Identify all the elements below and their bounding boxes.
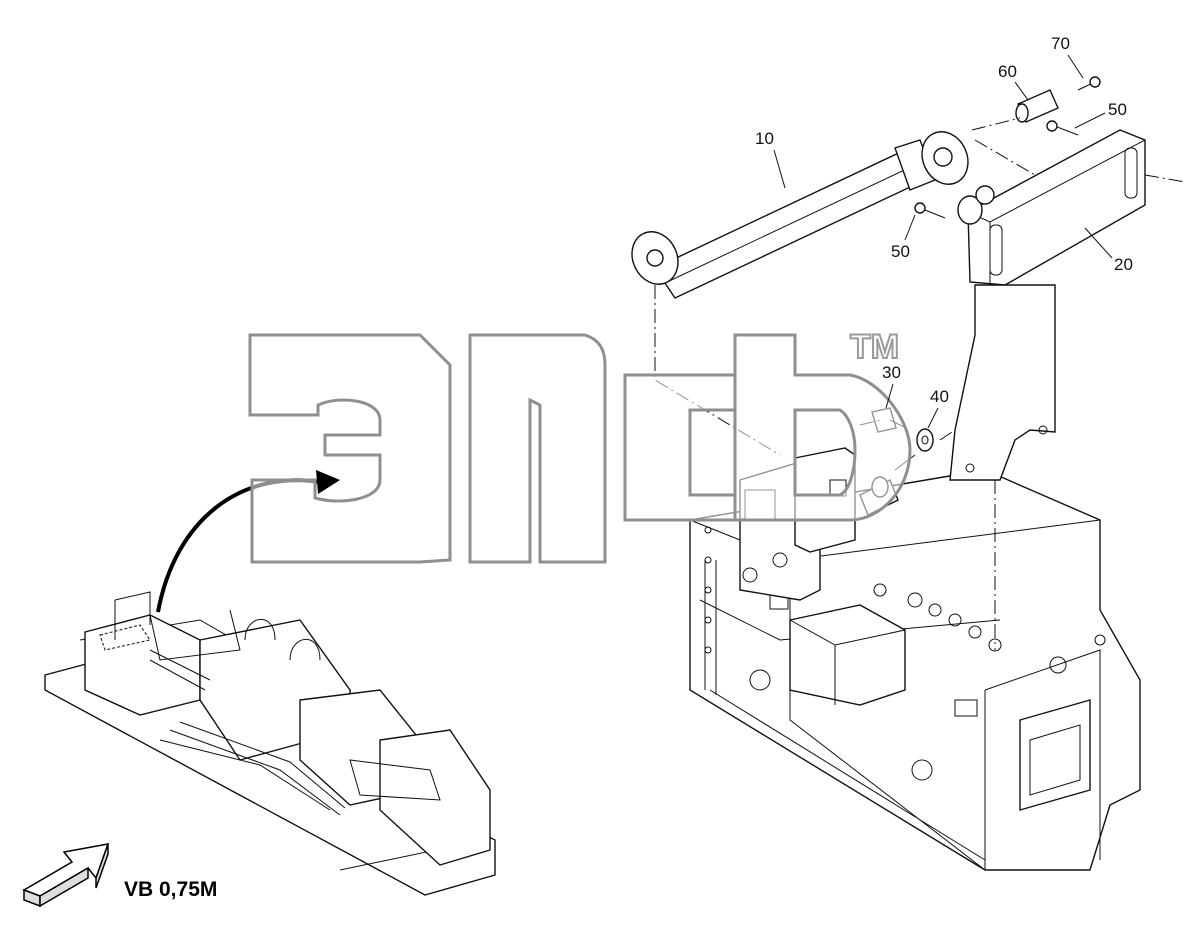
hydraulic-cylinder-10 xyxy=(631,131,969,299)
screw-50-upper xyxy=(1046,120,1079,136)
callouts: 10 20 30 40 50 50 60 70 xyxy=(755,34,1133,429)
callout-70: 70 xyxy=(1051,34,1070,53)
callout-60: 60 xyxy=(998,62,1017,81)
watermark-logo: TM xyxy=(248,327,912,564)
callout-20: 20 xyxy=(1114,255,1133,274)
callout-50-lower: 50 xyxy=(891,242,910,261)
trademark-mark: TM xyxy=(850,328,899,366)
callout-30: 30 xyxy=(882,363,901,382)
bracket-20 xyxy=(949,129,1146,481)
callout-40: 40 xyxy=(930,387,949,406)
machine-overview xyxy=(44,591,496,896)
screw-50-lower xyxy=(914,202,946,219)
machine-caption: VB 0,75M xyxy=(124,878,217,901)
callout-10: 10 xyxy=(755,129,774,148)
washer-40 xyxy=(916,428,934,452)
callout-50-upper: 50 xyxy=(1108,100,1127,119)
direction-arrow-icon xyxy=(22,843,110,908)
screw-70 xyxy=(1077,76,1101,91)
sleeve-60 xyxy=(1015,89,1059,123)
